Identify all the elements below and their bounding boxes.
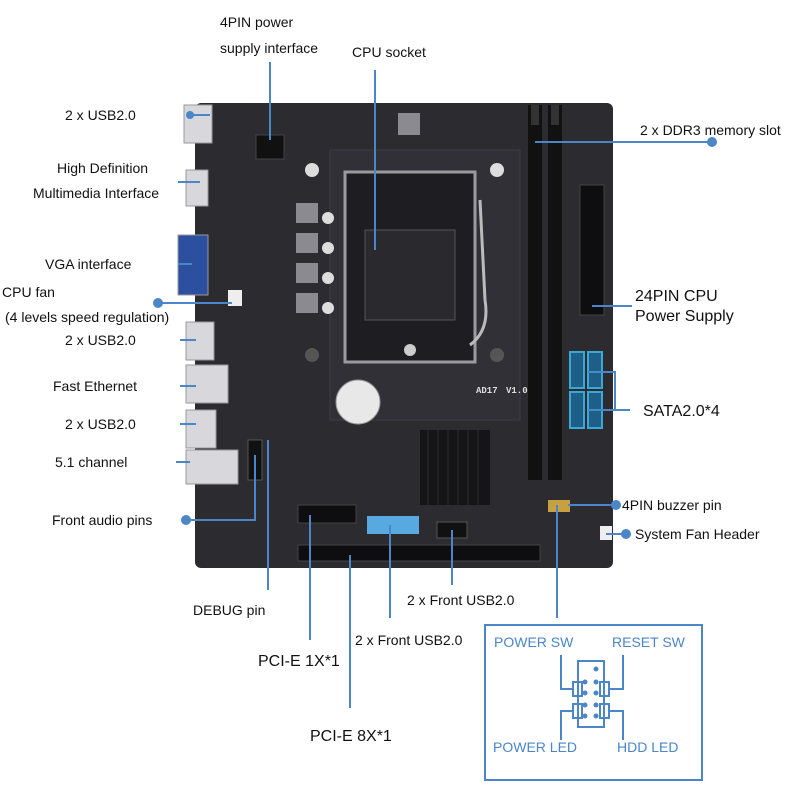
label-debug: DEBUG pin — [193, 602, 265, 618]
label-atx24-1: 24PIN CPU — [635, 288, 718, 305]
callout-labels: 4PIN power supply interface CPU socket 2… — [2, 14, 781, 745]
label-4pin-power-2: supply interface — [220, 40, 318, 56]
panel-reset-sw: RESET SW — [612, 634, 686, 650]
label-front-usb-a: 2 x Front USB2.0 — [355, 632, 463, 648]
24pin-atx-connector — [579, 184, 605, 316]
panel-pins — [582, 666, 599, 719]
panel-power-led: POWER LED — [493, 739, 577, 755]
motherboard: AD17 V1.0 — [177, 103, 613, 568]
cmos-battery — [335, 379, 381, 425]
label-front-usb-b: 2 x Front USB2.0 — [407, 592, 515, 608]
label-atx24-2: Power Supply — [635, 308, 734, 325]
label-4pin-power-1: 4PIN power — [220, 14, 293, 30]
label-buzzer: 4PIN buzzer pin — [622, 497, 722, 513]
label-cpu-socket: CPU socket — [352, 44, 426, 60]
leader-lines — [153, 62, 717, 708]
label-cpu-fan-1: CPU fan — [2, 284, 55, 300]
label-sata: SATA2.0*4 — [643, 403, 720, 420]
front-usb-header-blue — [367, 516, 419, 534]
pcie-8x-slot — [297, 544, 541, 562]
board-version-silk: V1.0 — [506, 386, 528, 396]
label-pcie-1x: PCI-E 1X*1 — [258, 653, 340, 670]
rear-io — [177, 104, 239, 485]
label-ddr3: 2 x DDR3 memory slot — [640, 122, 781, 138]
label-hdmi-1: High Definition — [57, 160, 148, 176]
vrm-chokes — [296, 113, 420, 314]
label-cpu-fan-2: (4 levels speed regulation) — [5, 309, 169, 325]
label-usb-low: 2 x USB2.0 — [65, 416, 136, 432]
board-model-silk: AD17 — [476, 386, 498, 396]
label-usb-mid: 2 x USB2.0 — [65, 332, 136, 348]
label-hdmi-2: Multimedia Interface — [33, 185, 159, 201]
label-sys-fan: System Fan Header — [635, 526, 760, 542]
pcie-1x-slot — [297, 504, 357, 524]
label-usb-top: 2 x USB2.0 — [65, 107, 136, 123]
front-panel-header-inset: POWER SW RESET SW POWER LED HDD LED — [484, 624, 703, 781]
ddr3-slots — [528, 105, 562, 480]
panel-power-sw: POWER SW — [494, 634, 574, 650]
cpu-socket — [343, 170, 488, 364]
label-audio-51: 5.1 channel — [55, 454, 127, 470]
label-ethernet: Fast Ethernet — [53, 378, 137, 394]
label-vga: VGA interface — [45, 256, 132, 272]
buzzer-pins — [548, 500, 570, 512]
panel-hdd-led: HDD LED — [617, 739, 678, 755]
label-front-audio: Front audio pins — [52, 512, 152, 528]
chipset-heatsink — [420, 430, 490, 505]
label-pcie-8x: PCI-E 8X*1 — [310, 728, 392, 745]
